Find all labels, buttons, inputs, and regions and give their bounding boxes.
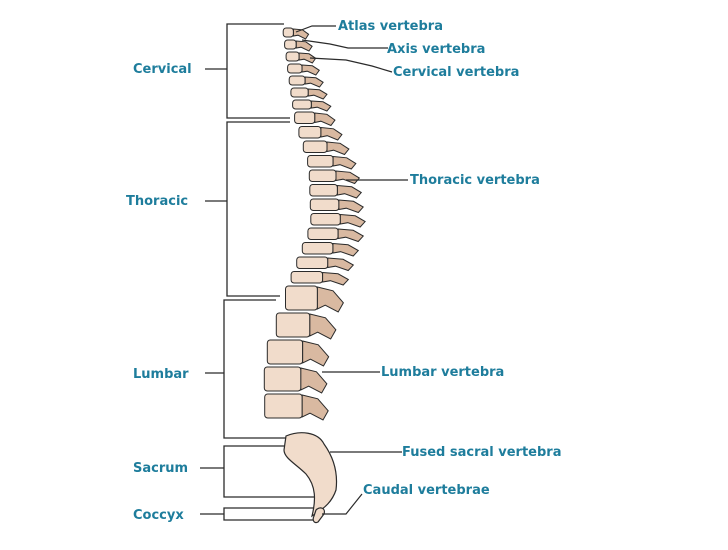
bracket-lumbar: [223, 299, 286, 439]
vertebra-body: [307, 155, 334, 168]
vertebra-body: [266, 339, 304, 365]
vertebra-body: [309, 198, 340, 211]
vertebra-body: [290, 87, 309, 98]
vertebra-body: [264, 393, 303, 419]
spinous-process: [298, 52, 317, 64]
spinous-process: [332, 242, 360, 257]
spinous-process: [336, 184, 363, 199]
label-coccyx: Coccyx: [133, 508, 184, 523]
spinous-process: [320, 126, 343, 141]
leader-axis: [301, 39, 388, 49]
region-ticks: [200, 68, 227, 515]
vertebra-body: [263, 366, 302, 392]
leader-caudal: [322, 493, 363, 515]
vertebra-body: [309, 184, 338, 197]
spinous-process: [322, 271, 350, 286]
bracket-coccyx: [223, 507, 318, 521]
vertebra-body: [275, 312, 311, 338]
spinous-process: [335, 170, 361, 185]
vertebra-body: [285, 51, 300, 62]
spinous-process: [338, 199, 364, 214]
vertebra-body: [284, 39, 297, 50]
callout-axis: Axis vertebra: [387, 42, 485, 57]
label-thoracic: Thoracic: [126, 194, 188, 209]
vertebra-body: [288, 75, 306, 86]
spinal-column: [263, 27, 366, 421]
spinous-process: [302, 340, 330, 367]
coccyx-bone: [312, 507, 325, 524]
callout-sacral-vertebra: Fused sacral vertebra: [402, 445, 561, 460]
vertebra-body: [282, 27, 294, 38]
spinous-process: [309, 313, 337, 340]
vertebra-body: [308, 169, 337, 182]
callout-caudal-vertebrae: Caudal vertebrae: [363, 483, 490, 498]
vertebra-body: [292, 99, 312, 110]
vertebra-body: [310, 213, 341, 226]
vertebra-body: [302, 140, 328, 153]
sacrum-bone: [283, 432, 338, 518]
vertebra-body: [296, 256, 329, 269]
spinous-process: [316, 286, 344, 313]
vertebra-body: [285, 285, 318, 311]
leader-atlas: [295, 25, 336, 33]
label-lumbar: Lumbar: [133, 367, 189, 382]
spinous-process: [327, 257, 355, 272]
callout-leaders: [295, 25, 408, 515]
vertebra-body: [290, 271, 324, 284]
vertebra-body: [287, 63, 303, 74]
vertebra-body: [301, 242, 334, 255]
spinous-process: [314, 112, 336, 127]
spinous-process: [300, 367, 328, 394]
vertebra-body: [298, 126, 322, 139]
spinous-process: [332, 155, 357, 170]
spinous-process: [337, 228, 365, 243]
label-sacrum: Sacrum: [133, 461, 188, 476]
spinous-process: [301, 394, 329, 421]
vertebra-body: [307, 227, 339, 240]
bracket-sacrum: [223, 445, 318, 498]
spinous-process: [304, 76, 324, 88]
spinous-process: [326, 141, 350, 156]
vertebra-body: [294, 111, 316, 124]
label-cervical: Cervical: [133, 62, 192, 77]
spinous-process: [301, 64, 320, 76]
spinous-process: [310, 100, 332, 112]
bracket-thoracic: [226, 121, 290, 297]
spinous-process: [307, 88, 328, 100]
bracket-cervical: [226, 23, 290, 119]
callout-cervical-vertebra: Cervical vertebra: [393, 65, 519, 80]
leader-cervical: [309, 57, 393, 73]
callout-atlas: Atlas vertebra: [338, 19, 443, 34]
callout-lumbar-vertebra: Lumbar vertebra: [381, 365, 504, 380]
spinous-process: [295, 40, 313, 52]
callout-thoracic-vertebra: Thoracic vertebra: [410, 173, 540, 188]
spinous-process: [339, 213, 366, 228]
